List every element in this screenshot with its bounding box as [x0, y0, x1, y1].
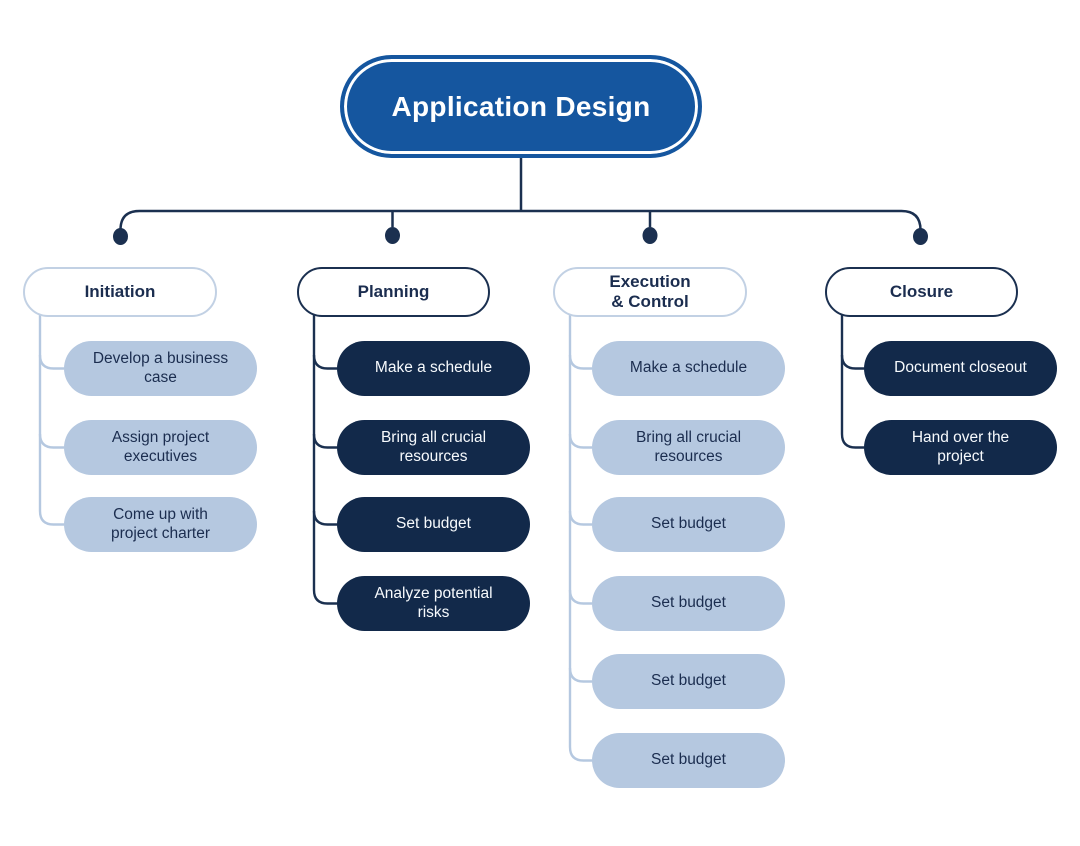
root-node-application-design: Application Design — [340, 55, 702, 158]
task-label: Set budget — [651, 672, 726, 690]
top-bus-connector — [119, 156, 922, 233]
task-node-set-budget-execution-1: Set budget — [592, 497, 785, 552]
task-label: Set budget — [651, 751, 726, 769]
task-node-document-closeout: Document closeout — [864, 341, 1057, 396]
task-label: Document closeout — [894, 359, 1027, 377]
task-node-set-budget-execution-4: Set budget — [592, 733, 785, 788]
task-label: Set budget — [651, 515, 726, 533]
branch-header-label: Initiation — [84, 282, 156, 302]
branch-header-closure: Closure — [825, 267, 1018, 317]
planning-branch-connector — [312, 298, 337, 605]
task-node-make-schedule-execution: Make a schedule — [592, 341, 785, 396]
task-node-assign-project-executives: Assign project executives — [64, 420, 257, 475]
branch-header-label: Execution & Control — [609, 272, 691, 311]
initiation-branch-connector — [38, 298, 64, 526]
task-label: Make a schedule — [374, 359, 493, 377]
task-node-set-budget-execution-3: Set budget — [592, 654, 785, 709]
branch-header-initiation: Initiation — [23, 267, 217, 317]
connector-dots — [113, 227, 928, 245]
branch-header-planning: Planning — [297, 267, 490, 317]
task-label: Hand over the project — [911, 428, 1010, 465]
task-node-set-budget-planning: Set budget — [337, 497, 530, 552]
task-label: Bring all crucial resources — [380, 428, 487, 465]
task-node-develop-business-case: Develop a business case — [64, 341, 257, 396]
execution-branch-connector — [568, 298, 592, 762]
task-node-make-schedule-planning: Make a schedule — [337, 341, 530, 396]
task-label: Set budget — [651, 594, 726, 612]
task-label: Assign project executives — [111, 428, 210, 465]
root-node-label: Application Design — [391, 90, 651, 122]
task-label: Come up with project charter — [110, 505, 211, 542]
task-label: Set budget — [396, 515, 471, 533]
branch-header-label: Planning — [357, 282, 430, 302]
task-node-crucial-resources-planning: Bring all crucial resources — [337, 420, 530, 475]
branch-header-label: Closure — [889, 282, 954, 302]
task-label: Analyze potential risks — [374, 584, 493, 621]
task-node-set-budget-execution-2: Set budget — [592, 576, 785, 631]
task-node-crucial-resources-execution: Bring all crucial resources — [592, 420, 785, 475]
closure-branch-connector — [840, 298, 864, 449]
task-node-hand-over-project: Hand over the project — [864, 420, 1057, 475]
task-node-project-charter: Come up with project charter — [64, 497, 257, 552]
task-label: Make a schedule — [629, 359, 748, 377]
branch-header-execution-control: Execution & Control — [553, 267, 747, 317]
task-node-analyze-risks-planning: Analyze potential risks — [337, 576, 530, 631]
task-label: Bring all crucial resources — [635, 428, 742, 465]
task-label: Develop a business case — [92, 349, 229, 386]
